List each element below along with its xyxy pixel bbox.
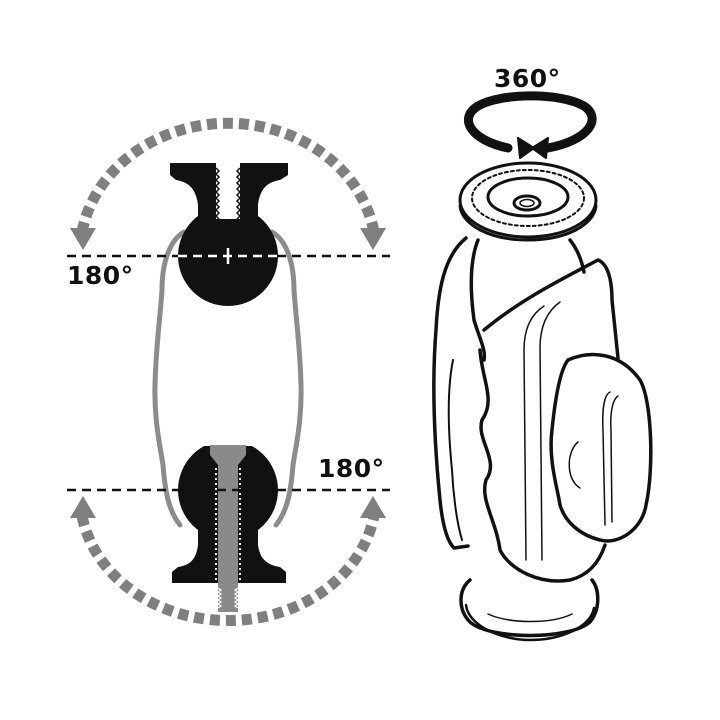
bottom-ball-rotation-label: 180°: [318, 454, 385, 483]
arm-highlight-lines: [523, 301, 561, 561]
arrow-up-left-icon: [70, 496, 96, 518]
arrow-down-left-icon: [70, 228, 96, 250]
top-ball-socket: [170, 163, 288, 306]
right-perspective-view: [432, 91, 653, 642]
left-cross-section-view: [67, 117, 390, 627]
arm-outline: [152, 229, 304, 528]
top-ball-rotation-label: 180°: [67, 261, 134, 290]
top-rotation-arc: [70, 117, 386, 250]
rotation-360-arrow-icon: [464, 91, 597, 159]
swivel-rotation-label: 360°: [494, 64, 561, 93]
bottom-ball-socket: [172, 430, 286, 612]
tightening-knob: [549, 352, 653, 543]
round-base: [459, 578, 600, 642]
arrow-down-right-icon: [360, 228, 386, 250]
arrow-up-right-icon: [360, 496, 386, 518]
gear-disk-top: [458, 161, 598, 242]
bottom-rotation-arc: [70, 496, 386, 627]
arm-body: [432, 236, 620, 583]
